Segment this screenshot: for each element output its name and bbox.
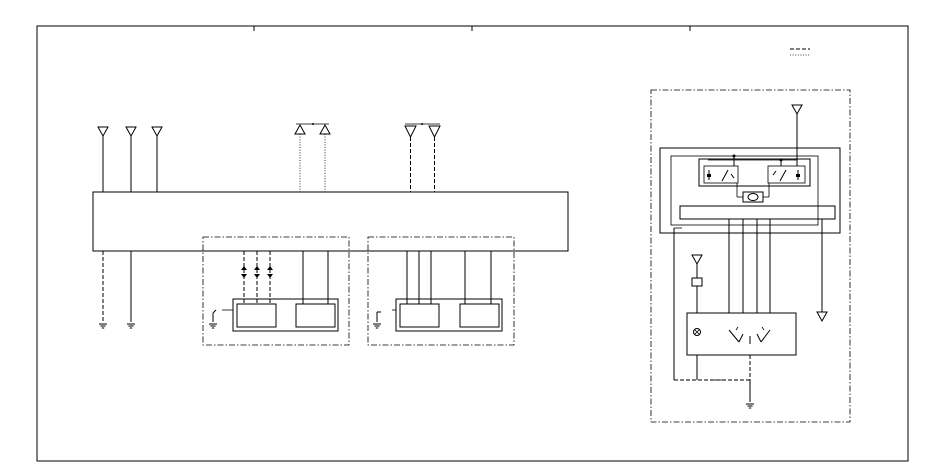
connector-triangle-icon: [791, 104, 803, 160]
drawing-frame: [36, 25, 909, 462]
relay-unit: [698, 158, 811, 187]
switch-assembly-box: [686, 312, 797, 356]
connector-triangle-icon: [404, 125, 417, 192]
lamp-icon: [693, 328, 701, 336]
connector-triangle-icon: [428, 125, 441, 192]
ground-icon: [98, 251, 108, 329]
relay-housing: [659, 147, 841, 234]
ground-icon: [126, 251, 136, 329]
relay-icon: [767, 158, 806, 184]
sub-module-1-component-a: [236, 303, 277, 328]
ground-icon: [208, 309, 233, 329]
fuse-icon: [691, 254, 703, 313]
switch-icon: [728, 326, 771, 344]
sub-module-2-component-a: [399, 303, 440, 328]
sub-module-2-outline: [367, 236, 515, 346]
connector-triangle-icon: [816, 300, 828, 322]
relay-inner-frame: [670, 155, 819, 226]
connector-triangle-icon: [97, 126, 109, 192]
connector-triangle-icon: [319, 123, 331, 192]
motor-icon: [736, 183, 770, 203]
sub-module-1-board: [232, 298, 339, 332]
sub-module-1-outline: [202, 236, 350, 346]
connector-triangle-icon: [294, 123, 306, 192]
sub-module-2-wires: [406, 251, 492, 304]
right-module-wires: [673, 219, 823, 381]
sub-module-2-component-b: [459, 303, 500, 328]
ground-icon: [745, 380, 755, 409]
relay-terminal-bar: [679, 205, 836, 220]
sub-module-1-component-b: [295, 303, 336, 328]
sub-module-2-board: [395, 298, 503, 332]
line-style-legend: [790, 48, 810, 56]
ground-icon: [372, 309, 396, 329]
control-unit-box: [92, 191, 569, 252]
connector-triangle-icon: [125, 126, 137, 192]
right-module-outline: [650, 89, 851, 423]
connector-triangle-icon: [151, 126, 163, 192]
sub-module-1-wires: [241, 251, 329, 304]
